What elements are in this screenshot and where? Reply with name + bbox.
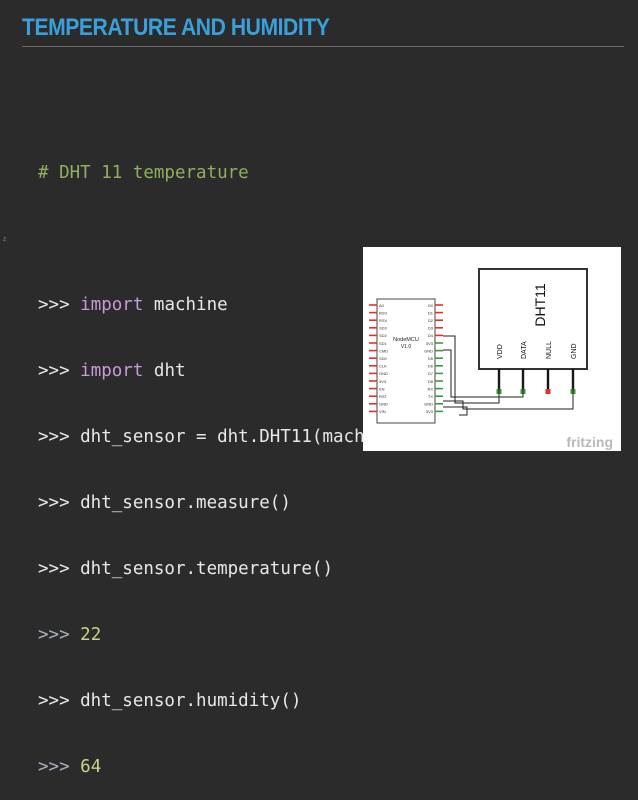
code-block: # DHT 11 temperature >>> import machine … — [38, 118, 481, 800]
board-left-pin-label: VIN — [379, 409, 386, 414]
board-left-pin-label: RST — [379, 394, 388, 399]
wire-data — [443, 349, 524, 398]
wire-gnd-return — [443, 406, 468, 416]
wire-vdd — [443, 335, 500, 404]
code-output-humidity: >>> 64 — [38, 757, 102, 777]
board-left-pin-label: A0 — [379, 303, 385, 308]
board-left-pin-label: GND — [379, 371, 388, 376]
board-left-pin-label: EN — [379, 386, 385, 391]
board-left-pin-label: CMD — [379, 348, 388, 353]
board-left-pin-label: CLK — [379, 364, 387, 369]
board-left-pin-label: RSV — [379, 318, 388, 323]
sensor-pin-end — [545, 389, 551, 394]
board-left-pin-label: SD0 — [379, 356, 388, 361]
sensor-pin-label: DATA — [521, 341, 528, 359]
sensor-pin-label: VDD — [497, 344, 504, 359]
title-divider — [22, 46, 624, 47]
slide-title: TEMPERATURE AND HUMIDITY — [22, 14, 330, 41]
code-line-import-dht: >>> import dht — [38, 361, 186, 381]
board-name: NodeMCU — [393, 337, 419, 343]
code-output-temperature: >>> 22 — [38, 625, 102, 645]
code-line-humidity: >>> dht_sensor.humidity() — [38, 691, 302, 711]
board-left-pin-label: SD3 — [379, 326, 388, 331]
board-right-pin-label: D6 — [428, 364, 434, 369]
code-line-temperature: >>> dht_sensor.temperature() — [38, 559, 334, 579]
code-comment: # DHT 11 temperature — [38, 163, 249, 183]
board-version: V1.0 — [401, 344, 412, 350]
sensor-pin-label: NULL — [546, 341, 553, 359]
board-right-pin-label: 3V3 — [426, 409, 434, 414]
board-right-pin-label: D4 — [428, 333, 434, 338]
board-left-pin-label: 3V3 — [379, 379, 387, 384]
sensor-pin-label: GND — [571, 343, 578, 359]
code-line-measure: >>> dht_sensor.measure() — [38, 493, 291, 513]
board-right-pin-label: D3 — [428, 326, 434, 331]
board-right-pin-label: D2 — [428, 318, 434, 323]
board-right-pin-label: D7 — [428, 371, 434, 376]
wire-gnd — [443, 373, 574, 410]
board-right-pin-label: GND — [424, 348, 433, 353]
board-right-pin-label: D8 — [428, 379, 434, 384]
code-line-import-machine: >>> import machine — [38, 295, 228, 315]
board-left-pin-label: SD1 — [379, 341, 388, 346]
board-right-pin-label: D0 — [428, 303, 434, 308]
dht11-sensor — [478, 268, 588, 370]
board-right-pin-label: GND — [424, 402, 433, 407]
fritzing-watermark: fritzing — [566, 434, 613, 450]
board-right-pin-label: TX — [428, 394, 433, 399]
board-right-pin-label: D5 — [428, 356, 434, 361]
board-right-pin-label: 3V3 — [426, 341, 434, 346]
board-left-pin-label: GND — [379, 402, 388, 407]
sensor-name: DHT11 — [532, 283, 548, 327]
board-right-pin-label: RX — [427, 386, 433, 391]
board-left-pin-label: SD2 — [379, 333, 388, 338]
nodemcu-board — [376, 298, 436, 424]
wires — [443, 335, 574, 416]
board-left-pin-label: RSV — [379, 310, 388, 315]
board-right-pin-label: D1 — [428, 310, 434, 315]
side-mark: z — [3, 236, 7, 243]
